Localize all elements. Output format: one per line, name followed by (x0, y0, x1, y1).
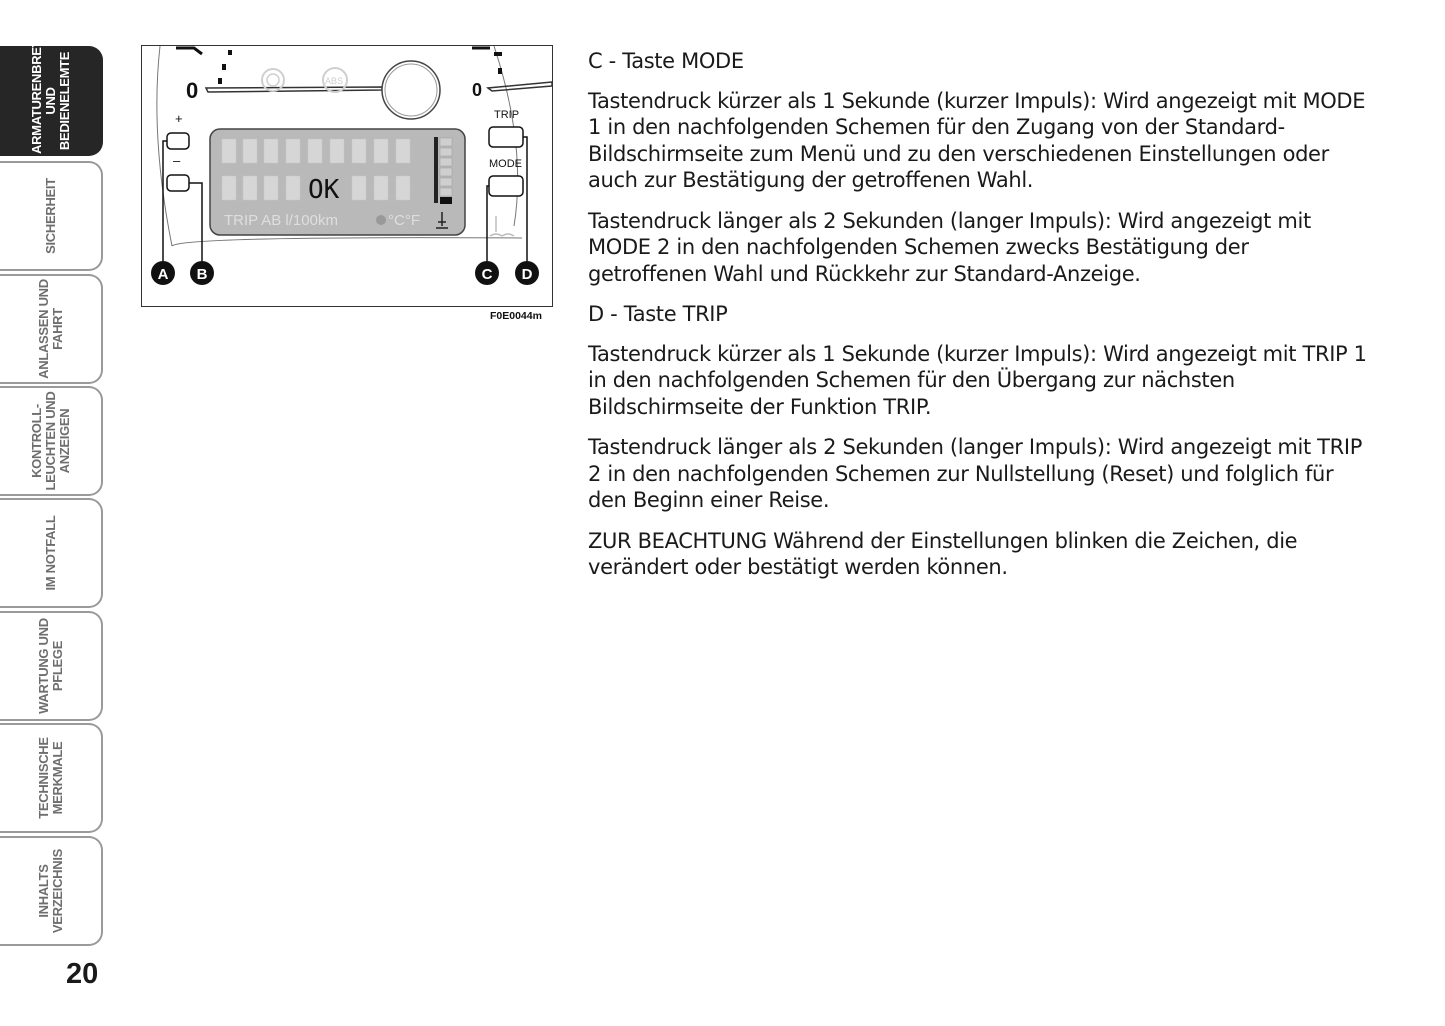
trip-button[interactable] (488, 126, 524, 148)
svg-text:C: C (482, 266, 493, 283)
page-number: 20 (66, 958, 99, 990)
heading-mode-button: C - Taste MODE (588, 49, 744, 73)
svg-text:ABS: ABS (325, 76, 343, 86)
note-paragraph: ZUR BEACHTUNG Während der Einstellungen … (588, 528, 1298, 580)
tab-armaturenbrett[interactable]: ARMATURENBRETT UND BEDIENELEMTE (0, 32, 103, 156)
callout-c: C (475, 261, 499, 285)
lcd-level-bar (434, 137, 453, 204)
lcd-units-text: °C°F (388, 212, 420, 229)
brake-warning-icon (261, 68, 285, 92)
tab-label: KONTROLL- LEUCHTEN UND ANZEIGEN (28, 391, 72, 491)
gauge-tick (494, 52, 502, 56)
tab-im-notfall[interactable]: IM NOTFALL (0, 498, 103, 608)
gauge-numeral-top-left (176, 46, 203, 56)
coolant-icon-faded (489, 216, 515, 237)
mode-label: MODE (489, 158, 522, 170)
gauge-zero-right: 0 (472, 80, 482, 100)
gauge-tick (222, 64, 226, 70)
paragraph-mode-long-press: Tastendruck länger als 2 Sekunden (lange… (588, 208, 1311, 286)
plus-label: + (175, 111, 183, 126)
tab-sicherheit[interactable]: SICHERHEIT (0, 161, 103, 271)
tab-inhaltsverzeichnis[interactable]: INHALTS VERZEICHNIS (0, 836, 103, 946)
lcd-segments-row1 (221, 138, 411, 164)
paragraph-trip-short-press: Tastendruck kürzer als 1 Sekunde (kurzer… (588, 341, 1367, 419)
heading-trip-button: D - Taste TRIP (588, 302, 728, 326)
lcd-settings-icon (376, 215, 386, 225)
plus-button[interactable] (166, 132, 190, 150)
lcd-ok-text: OK (308, 175, 340, 205)
tab-kontrollleuchten[interactable]: KONTROLL- LEUCHTEN UND ANZEIGEN (0, 386, 103, 496)
tachometer-needle (485, 81, 552, 92)
lcd-segments-row2 (221, 175, 411, 201)
svg-text:D: D (522, 266, 533, 283)
tab-label: TECHNISCHE MERKMALE (35, 737, 65, 819)
instrument-cluster-figure: 0 0 ABS OK (141, 45, 553, 307)
dial-arc-left (156, 46, 173, 247)
tab-anlassen-und-fahrt[interactable]: ANLASSEN UND FAHRT (0, 274, 103, 384)
gauge-tick (498, 68, 502, 74)
paragraph-mode-short-press: Tastendruck kürzer als 1 Sekunde (kurzer… (588, 88, 1366, 193)
instrument-cluster-illustration: 0 0 ABS OK (151, 46, 552, 285)
minus-label: – (173, 153, 181, 168)
mode-button[interactable] (488, 175, 524, 197)
svg-text:A: A (158, 266, 169, 283)
tab-label: IM NOTFALL (42, 515, 58, 591)
figure-caption: F0E0044m (490, 310, 542, 322)
lcd-status-text: TRIP AB l/100km (224, 212, 338, 229)
tab-label: INHALTS VERZEICHNIS (35, 848, 65, 934)
tab-technische-merkmale[interactable]: TECHNISCHE MERKMALE (0, 723, 103, 833)
gauge-tick (218, 78, 222, 84)
callout-lines (162, 136, 528, 261)
paragraph-trip-long-press: Tastendruck länger als 2 Sekunden (lange… (588, 435, 1363, 512)
dial-baseline (171, 237, 523, 247)
needle-hub (381, 60, 441, 120)
speedometer-needle (204, 86, 383, 93)
callout-d: D (515, 261, 539, 285)
tab-wartung-und-pflege[interactable]: WARTUNG UND PFLEGE (0, 611, 103, 721)
callout-b: B (190, 261, 214, 285)
svg-text:B: B (197, 266, 208, 283)
tab-label: SICHERHEIT (42, 178, 58, 254)
gauge-tick (228, 50, 232, 55)
tab-label: ARMATURENBRETT UND BEDIENELEMTE (28, 32, 72, 154)
minus-button[interactable] (166, 174, 190, 192)
abs-warning-icon (322, 67, 348, 93)
tab-label: ANLASSEN UND FAHRT (35, 279, 65, 379)
main-text: C - Taste MODE Tastendruck kürzer als 1 … (588, 48, 1368, 595)
gauge-zero-left: 0 (186, 78, 198, 103)
callout-a: A (151, 261, 175, 285)
coolant-temp-icon (436, 212, 448, 229)
trip-label: TRIP (494, 109, 519, 121)
tab-label: WARTUNG UND PFLEGE (35, 618, 65, 714)
